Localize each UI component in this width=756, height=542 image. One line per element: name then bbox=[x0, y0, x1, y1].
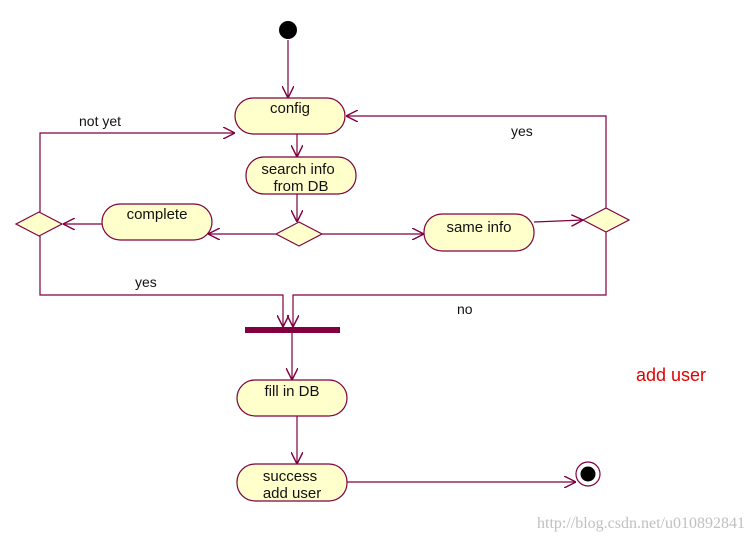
edge-notyet-loop bbox=[39, 133, 235, 212]
edges bbox=[39, 40, 607, 482]
node-same-info: same info bbox=[423, 213, 535, 252]
node-config: config bbox=[234, 97, 346, 135]
node-search-label-2: from DB bbox=[273, 178, 328, 195]
edge-label-no: no bbox=[457, 301, 473, 317]
diagram-title: add user bbox=[636, 365, 706, 385]
start-node bbox=[279, 21, 297, 39]
end-node bbox=[575, 461, 601, 487]
decision-complete-check bbox=[14, 211, 64, 237]
node-search-label-1: search info bbox=[261, 161, 334, 178]
watermark: http://blog.csdn.net/u010892841 bbox=[537, 515, 745, 532]
edge-no-to-join bbox=[293, 232, 607, 327]
decision-same-info-check bbox=[581, 207, 631, 233]
decision-search-result bbox=[274, 221, 324, 247]
node-search-info: search info from DB bbox=[245, 156, 357, 195]
node-complete: complete bbox=[101, 203, 213, 241]
node-success-label-2: add user bbox=[263, 485, 321, 502]
edge-label-yes-right: yes bbox=[511, 123, 533, 139]
node-success: success add user bbox=[236, 463, 348, 502]
node-success-label-1: success bbox=[263, 468, 317, 485]
edge-yes-right-loop bbox=[346, 116, 607, 208]
join-bar bbox=[245, 327, 340, 333]
edge-sameinfo-rightdecision bbox=[533, 220, 583, 222]
edge-label-not-yet: not yet bbox=[79, 113, 121, 129]
edge-label-yes-left: yes bbox=[135, 274, 157, 290]
node-same-info-label: same info bbox=[446, 219, 511, 236]
node-config-label: config bbox=[270, 100, 310, 117]
node-fill-db: fill in DB bbox=[236, 379, 348, 417]
node-complete-label: complete bbox=[127, 206, 188, 223]
node-fill-db-label: fill in DB bbox=[264, 383, 319, 400]
edge-yes-left-to-join bbox=[39, 236, 283, 327]
